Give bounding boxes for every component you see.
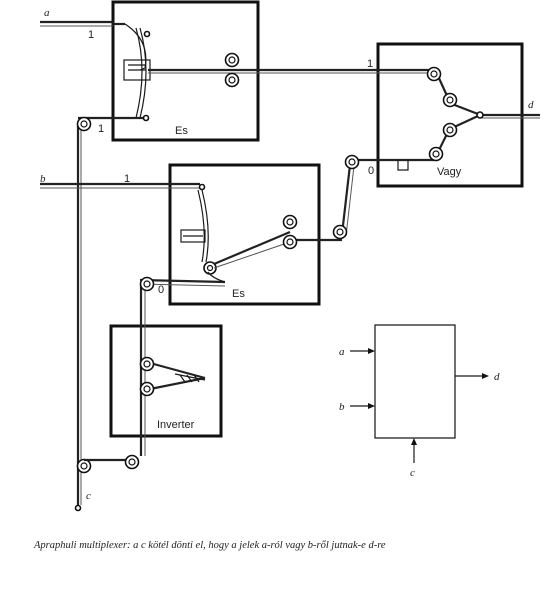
block-diagram: a b d c bbox=[339, 324, 500, 479]
inverter-pulley-lower bbox=[139, 381, 155, 397]
es-mid-label: Es bbox=[232, 288, 245, 300]
input-a-label: a bbox=[44, 7, 50, 19]
a-level-label: 1 bbox=[88, 29, 94, 41]
vagy-mechanism bbox=[436, 75, 540, 153]
figure-caption: Apraphuli multiplexer: a c kötél dönti e… bbox=[34, 540, 386, 551]
input-c-cable bbox=[74, 124, 82, 512]
vagy-label: Vagy bbox=[437, 166, 462, 178]
c-branch-level-label: 1 bbox=[98, 123, 104, 135]
input-b-cable bbox=[40, 182, 209, 263]
es-top-mechanism bbox=[78, 27, 432, 122]
inverter-pulley-upper bbox=[139, 356, 155, 372]
input-c-label: c bbox=[86, 490, 91, 502]
es-top-output-level-label: 1 bbox=[367, 58, 373, 70]
es-mid-pulley-upper bbox=[282, 214, 298, 230]
block-input-a-label: a bbox=[339, 346, 345, 358]
output-d-label: d bbox=[528, 99, 534, 111]
b-level-label: 1 bbox=[124, 173, 130, 185]
block-input-c-label: c bbox=[410, 467, 415, 479]
input-b-label: b bbox=[40, 173, 46, 185]
c-bottom-pulley bbox=[76, 458, 92, 474]
input-a-cable bbox=[40, 20, 151, 71]
vagy-pulley-1 bbox=[426, 66, 442, 82]
es-mid-gate-box bbox=[168, 163, 321, 306]
es-mid-mechanism bbox=[180, 229, 342, 275]
inverter-mechanism bbox=[149, 361, 206, 391]
es-mid-input-level-label: 0 bbox=[158, 284, 164, 296]
block-box bbox=[374, 324, 456, 439]
link-pulley-mid bbox=[332, 224, 348, 240]
es-mid-to-vagy-cable bbox=[340, 158, 438, 237]
link-pulley-top bbox=[344, 154, 360, 170]
inverter-gate-box bbox=[109, 324, 223, 438]
vagy-lower-input-level-label: 0 bbox=[368, 165, 374, 177]
vagy-pulley-4 bbox=[428, 146, 444, 162]
inverter-bottom-pulley bbox=[124, 454, 140, 470]
block-output-d-label: d bbox=[494, 371, 500, 383]
vagy-pulley-2 bbox=[442, 92, 458, 108]
es-top-pulley-upper bbox=[224, 52, 240, 68]
inverter-top-pulley bbox=[139, 276, 155, 292]
es-top-pulley-lower bbox=[224, 72, 240, 88]
c-top-pulley bbox=[76, 116, 92, 132]
inverter-label: Inverter bbox=[157, 419, 195, 431]
es-top-label: Es bbox=[175, 125, 188, 137]
es-mid-pulley-lower bbox=[282, 234, 298, 250]
block-input-b-label: b bbox=[339, 401, 345, 413]
vagy-pulley-3 bbox=[442, 122, 458, 138]
